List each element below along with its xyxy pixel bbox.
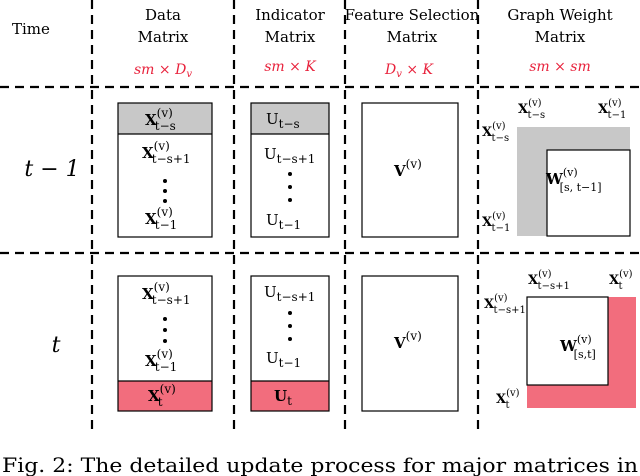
graph-matrix-current: X(v)t−s+1 X(v)t X(v)t−s+1 X(v)t W(v)[s,t… [484, 269, 636, 411]
graph-center-label: W(v)[s, t−1] [545, 166, 602, 194]
header-graph-1: Graph Weight [507, 6, 612, 24]
indicator-row-label: Ut−1 [266, 211, 301, 232]
row-label-t-minus-1: t − 1 [24, 157, 79, 182]
new-region [527, 297, 636, 408]
graph-row-label-top: X(v)t−s [482, 121, 509, 144]
ellipsis-dots [163, 179, 167, 203]
dim-indicator: sm × K [264, 59, 317, 75]
indicator-row-label: Ut−s+1 [264, 283, 315, 304]
graph-center-label: W(v)[s,t] [559, 333, 596, 361]
graph-matrix-prev: X(v)t−s X(v)t−1 X(v)t−s X(v)t−1 W(v)[s, … [482, 98, 631, 237]
feature-label: V(v) [393, 329, 422, 352]
graph-col-label-right: X(v)t [609, 269, 633, 292]
removed-region [517, 127, 630, 236]
indicator-row-label: Ut−1 [266, 349, 301, 370]
header-indicator-2: Matrix [265, 28, 316, 46]
indicator-matrix-prev: Ut−s Ut−s+1 Ut−1 [250, 102, 330, 238]
graph-col-label-right: X(v)t−1 [598, 98, 626, 121]
indicator-row-label: Ut [274, 387, 292, 408]
data-row-label: X(v)t [148, 382, 176, 409]
ellipsis-dots [288, 311, 292, 341]
header-graph-2: Matrix [535, 28, 586, 46]
removed-row-highlight [118, 103, 212, 134]
feature-matrix-current: V(v) [361, 275, 459, 412]
dim-data: sm × Dv [134, 62, 192, 80]
data-row-label: X(v)t−1 [145, 205, 177, 232]
header-data-2: Matrix [138, 28, 189, 46]
feature-label: V(v) [393, 157, 422, 180]
indicator-row-label: Ut−s+1 [264, 145, 315, 166]
new-row-highlight [251, 381, 329, 411]
header-data-1: Data [145, 6, 181, 24]
indicator-row-label: Ut−s [266, 110, 300, 131]
header-feature-1: Feature Selection [345, 6, 480, 24]
ellipsis-dots [163, 317, 167, 343]
indicator-matrix-current: Ut−s+1 Ut−1 Ut [250, 275, 330, 412]
dim-feature: Dv × K [384, 62, 435, 80]
figure-caption: Fig. 2: The detailed update process for … [2, 453, 638, 476]
data-row-label: X(v)t−1 [145, 347, 177, 374]
ellipsis-dots [288, 172, 292, 202]
row-label-t: t [52, 333, 61, 358]
data-row-label: X(v)t−s+1 [142, 139, 191, 166]
graph-col-label-left: X(v)t−s [518, 98, 545, 121]
header-time: Time [12, 20, 50, 38]
dim-graph: sm × sm [529, 59, 591, 75]
new-row-highlight [118, 381, 212, 411]
grid-lines [0, 0, 640, 430]
graph-row-label-bottom: X(v)t [496, 388, 520, 411]
header-indicator-1: Indicator [255, 6, 325, 24]
graph-row-label-top: X(v)t−s+1 [484, 293, 526, 316]
data-matrix-current: X(v)t−s+1 X(v)t−1 X(v)t [117, 275, 213, 412]
data-matrix-prev: X(v)t−s X(v)t−s+1 X(v)t−1 [117, 102, 213, 238]
header-feature-2: Matrix [387, 28, 438, 46]
data-row-label: X(v)t−s+1 [142, 280, 191, 307]
data-row-label: X(v)t−s [145, 106, 176, 133]
graph-col-label-left: X(v)t−s+1 [528, 269, 570, 292]
removed-row-highlight [251, 103, 329, 134]
feature-matrix-prev: V(v) [361, 102, 459, 238]
graph-row-label-bottom: X(v)t−1 [482, 211, 510, 234]
